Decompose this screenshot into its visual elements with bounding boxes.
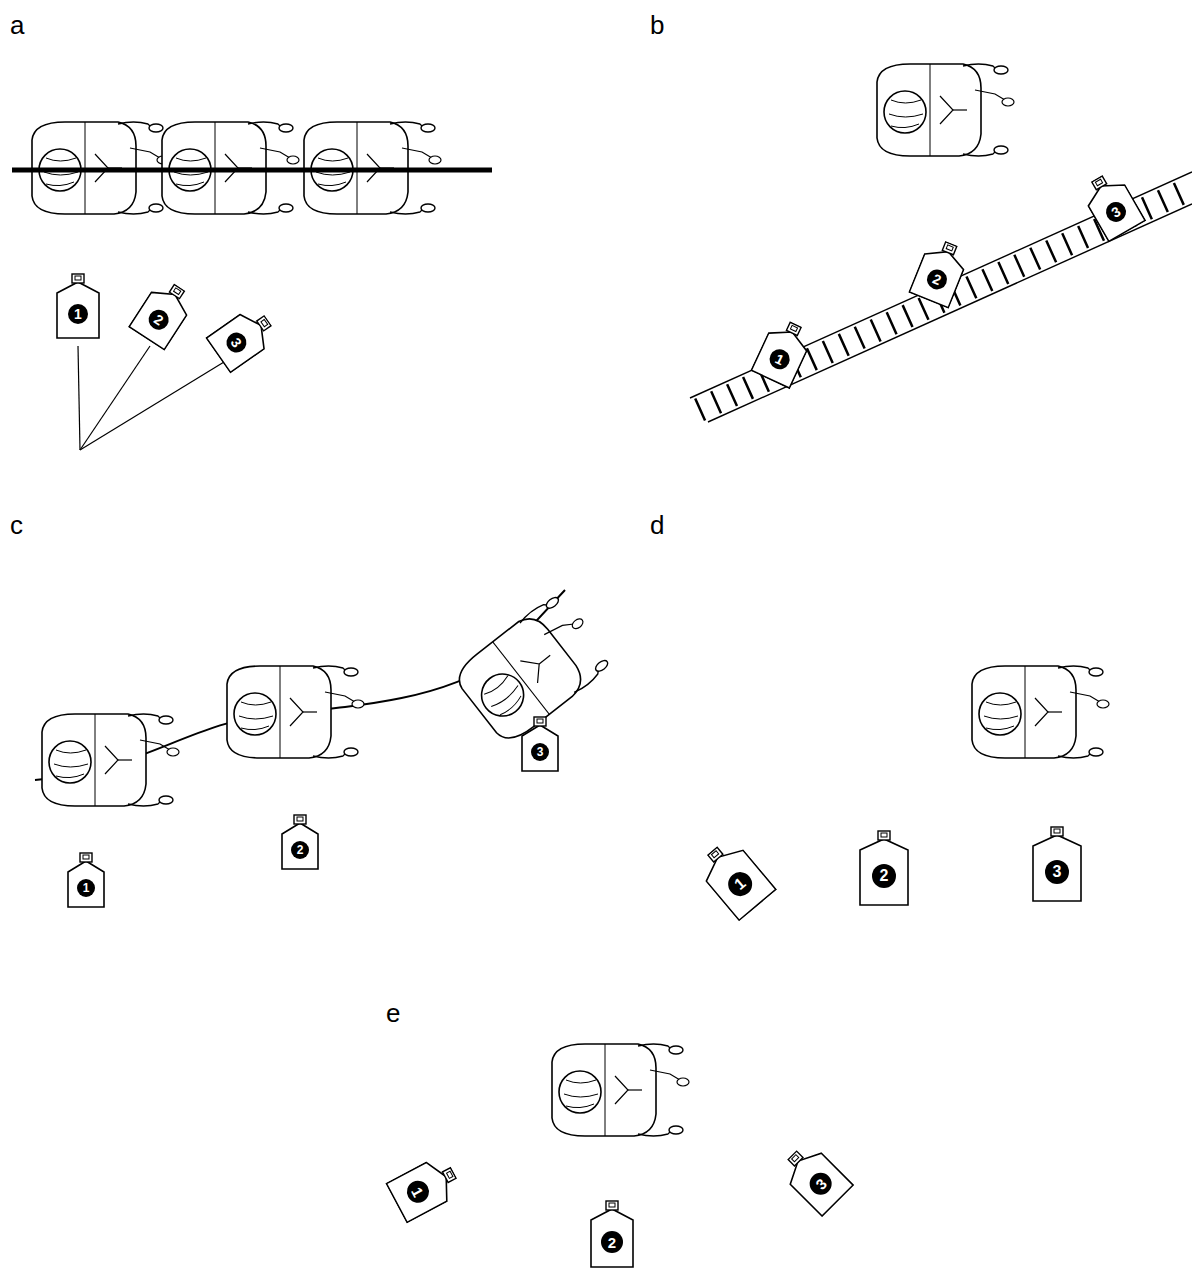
camera-body — [909, 244, 967, 308]
camera-lens — [1092, 176, 1107, 190]
camera-number: 3 — [1045, 860, 1069, 884]
camera-icon: 1 — [56, 273, 100, 339]
camera-number: 3 — [223, 329, 251, 357]
camera-icon: 3 — [205, 302, 281, 374]
camera-body — [129, 283, 193, 349]
camera-icon: 3 — [775, 1138, 854, 1217]
camera-lens-detail — [537, 719, 543, 723]
camera-body — [751, 323, 811, 388]
camera-lens — [878, 831, 890, 840]
camera-label-area: 2 — [281, 834, 319, 866]
camera-lens — [606, 1201, 618, 1210]
camera-lens-detail — [1054, 829, 1060, 833]
camera-body — [699, 842, 776, 920]
camera-body — [782, 1145, 853, 1216]
panel-letter: e — [386, 1000, 400, 1026]
camera-lens-detail — [75, 276, 81, 280]
camera-label-area: 2 — [859, 850, 909, 902]
camera-lens — [294, 815, 306, 824]
camera-lens — [534, 717, 546, 726]
camera-label-area: 3 — [1032, 846, 1082, 898]
camera-number: 1 — [77, 879, 95, 897]
camera-lens — [257, 316, 271, 331]
camera-number: 1 — [766, 346, 793, 373]
camera-lens — [942, 242, 956, 255]
camera-number: 3 — [531, 743, 549, 761]
camera-lens-detail — [447, 1171, 453, 1178]
camera-lens-detail — [609, 1203, 615, 1207]
camera-icon: 3 — [1077, 167, 1146, 243]
camera-body — [860, 839, 908, 905]
camera-lens-detail — [881, 833, 887, 837]
camera-body — [522, 725, 558, 771]
camera-lens — [788, 1151, 803, 1166]
camera-number: 2 — [601, 1231, 623, 1253]
camera-lens-detail — [711, 851, 718, 858]
camera-number: 2 — [145, 306, 173, 334]
camera-icon: 3 — [1032, 826, 1082, 902]
camera-label-area: 1 — [56, 293, 100, 335]
panel-letter: d — [650, 512, 664, 538]
camera-icon: 1 — [67, 852, 105, 908]
camera-body — [282, 823, 318, 869]
camera-number: 1 — [403, 1177, 433, 1207]
camera-label-area: 3 — [521, 736, 559, 768]
camera-lens-detail — [792, 1155, 799, 1162]
camera-icon: 2 — [859, 830, 909, 906]
panel-letter: c — [10, 512, 23, 538]
camera-number: 1 — [723, 867, 757, 901]
camera-icon: 1 — [693, 834, 778, 921]
camera-body — [386, 1157, 456, 1222]
camera-icon: 2 — [908, 235, 972, 309]
camera-lens — [80, 853, 92, 862]
camera-body — [57, 282, 99, 338]
camera-lens — [708, 847, 723, 862]
camera-number: 2 — [924, 266, 950, 292]
camera-lens — [1051, 827, 1063, 836]
panel-letter: b — [650, 12, 664, 38]
camera-label-area: 1 — [67, 872, 105, 904]
camera-icon: 1 — [385, 1152, 465, 1224]
camera-icon: 2 — [128, 275, 199, 351]
camera-lens-detail — [261, 319, 268, 326]
camera-body — [68, 861, 104, 907]
camera-number: 3 — [1102, 198, 1129, 225]
camera-label-area: 2 — [590, 1220, 634, 1264]
camera-number: 2 — [291, 841, 309, 859]
panel-letter: a — [10, 12, 24, 38]
camera-lens-detail — [174, 288, 181, 295]
camera-body — [1083, 175, 1145, 241]
camera-lens-detail — [790, 325, 797, 331]
camera-number: 2 — [872, 864, 896, 888]
camera-lens-detail — [946, 245, 953, 251]
camera-number: 1 — [68, 304, 88, 324]
camera-lens-detail — [83, 855, 89, 859]
camera-body — [591, 1209, 633, 1267]
camera-lens — [786, 322, 801, 335]
camera-lens — [72, 274, 84, 283]
camera-body — [1033, 835, 1081, 901]
camera-number: 3 — [805, 1168, 836, 1199]
camera-lens — [169, 285, 184, 299]
camera-lens-detail — [297, 817, 303, 821]
camera-icon: 3 — [521, 716, 559, 772]
camera-body — [206, 308, 273, 372]
camera-lens-detail — [1095, 179, 1102, 185]
camera-lens — [442, 1168, 456, 1183]
camera-icon: 2 — [590, 1200, 634, 1268]
camera-icon: 2 — [281, 814, 319, 870]
